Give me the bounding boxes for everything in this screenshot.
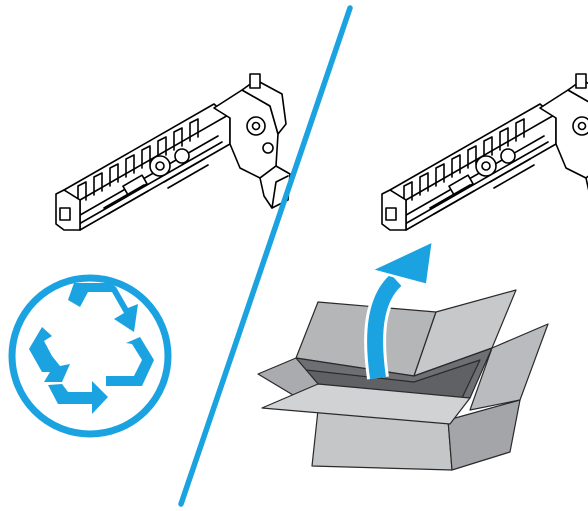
recycle-icon [12, 278, 168, 434]
fuser-assembly-left [56, 74, 290, 230]
fuser-assembly-right [382, 74, 588, 230]
shipping-box [258, 290, 548, 470]
